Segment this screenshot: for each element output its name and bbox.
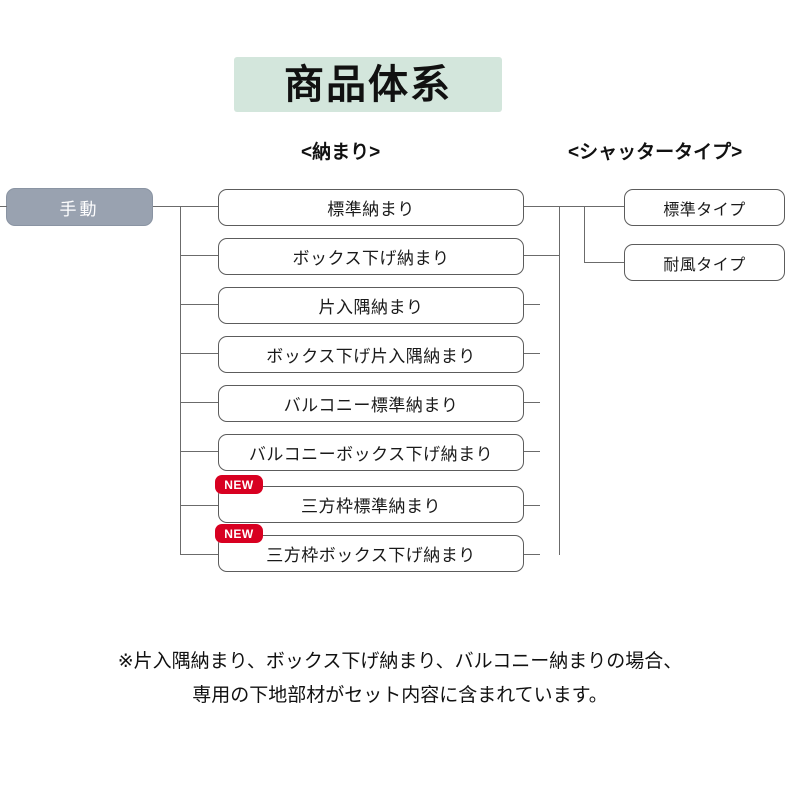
connector-right-row-2	[524, 255, 560, 256]
footnote-line-2: 専用の下地部材がセット内容に含まれています。	[192, 685, 608, 706]
connector-branch-3	[180, 304, 219, 305]
osamari-node-5[interactable]: バルコニー標準納まり	[218, 385, 524, 422]
new-badge-node-8: NEW	[215, 524, 263, 543]
connector-branch-7	[180, 505, 219, 506]
osamari-node-2-label: ボックス下げ納まり	[292, 249, 450, 268]
connector-branch-6	[180, 451, 219, 452]
connector-trunk-vertical	[180, 206, 181, 554]
osamari-node-7[interactable]: 三方枠標準納まり	[218, 486, 524, 523]
root-node-label: 手動	[59, 199, 100, 219]
column-header-osamari: <納まり>	[301, 142, 381, 163]
osamari-node-2[interactable]: ボックス下げ納まり	[218, 238, 524, 275]
new-badge-node-7: NEW	[215, 475, 263, 494]
osamari-node-3-label: 片入隅納まり	[318, 298, 424, 317]
connector-right-row-3	[524, 304, 540, 305]
osamari-node-7-label: 三方枠標準納まり	[301, 497, 441, 516]
osamari-node-6[interactable]: バルコニーボックス下げ納まり	[218, 434, 524, 471]
connector-root-to-trunk	[153, 206, 219, 207]
footnote: ※片入隅納まり、ボックス下げ納まり、バルコニー納まりの場合、 専用の下地部材がセ…	[0, 645, 800, 713]
connector-right-row-1	[524, 206, 584, 207]
osamari-node-5-label: バルコニー標準納まり	[283, 396, 459, 415]
shutter-type-node-1-label: 標準タイプ	[663, 201, 746, 219]
connector-right-collector-vertical	[559, 206, 560, 555]
connector-shutter-branch-2	[584, 262, 625, 263]
shutter-type-node-2-label: 耐風タイプ	[663, 256, 746, 274]
connector-right-row-8	[524, 554, 540, 555]
connector-right-row-5	[524, 402, 540, 403]
connector-root-stub-left	[0, 206, 7, 207]
connector-shutter-trunk-vertical	[584, 206, 585, 263]
connector-shutter-branch-1	[584, 206, 625, 207]
connector-right-row-6	[524, 451, 540, 452]
osamari-node-3[interactable]: 片入隅納まり	[218, 287, 524, 324]
column-header-shutter-type: <シャッタータイプ>	[568, 142, 743, 163]
osamari-node-8-label: 三方枠ボックス下げ納まり	[266, 546, 476, 565]
new-badge-node-7-label: NEW	[224, 477, 254, 492]
shutter-type-node-1[interactable]: 標準タイプ	[624, 189, 785, 226]
page-title: 商品体系	[284, 62, 452, 107]
new-badge-node-8-label: NEW	[224, 526, 254, 541]
connector-branch-2	[180, 255, 219, 256]
osamari-node-4[interactable]: ボックス下げ片入隅納まり	[218, 336, 524, 373]
connector-right-row-7	[524, 505, 540, 506]
shutter-type-node-2[interactable]: 耐風タイプ	[624, 244, 785, 281]
connector-branch-8	[180, 554, 219, 555]
root-node-manual: 手動	[6, 188, 153, 226]
page-title-box: 商品体系	[234, 57, 502, 112]
osamari-node-8[interactable]: 三方枠ボックス下げ納まり	[218, 535, 524, 572]
osamari-node-6-label: バルコニーボックス下げ納まり	[248, 445, 494, 464]
connector-branch-4	[180, 353, 219, 354]
connector-right-row-4	[524, 353, 540, 354]
osamari-node-4-label: ボックス下げ片入隅納まり	[266, 347, 476, 366]
osamari-node-1-label: 標準納まり	[327, 200, 415, 219]
connector-branch-5	[180, 402, 219, 403]
osamari-node-1[interactable]: 標準納まり	[218, 189, 524, 226]
footnote-line-1: ※片入隅納まり、ボックス下げ納まり、バルコニー納まりの場合、	[117, 651, 683, 672]
